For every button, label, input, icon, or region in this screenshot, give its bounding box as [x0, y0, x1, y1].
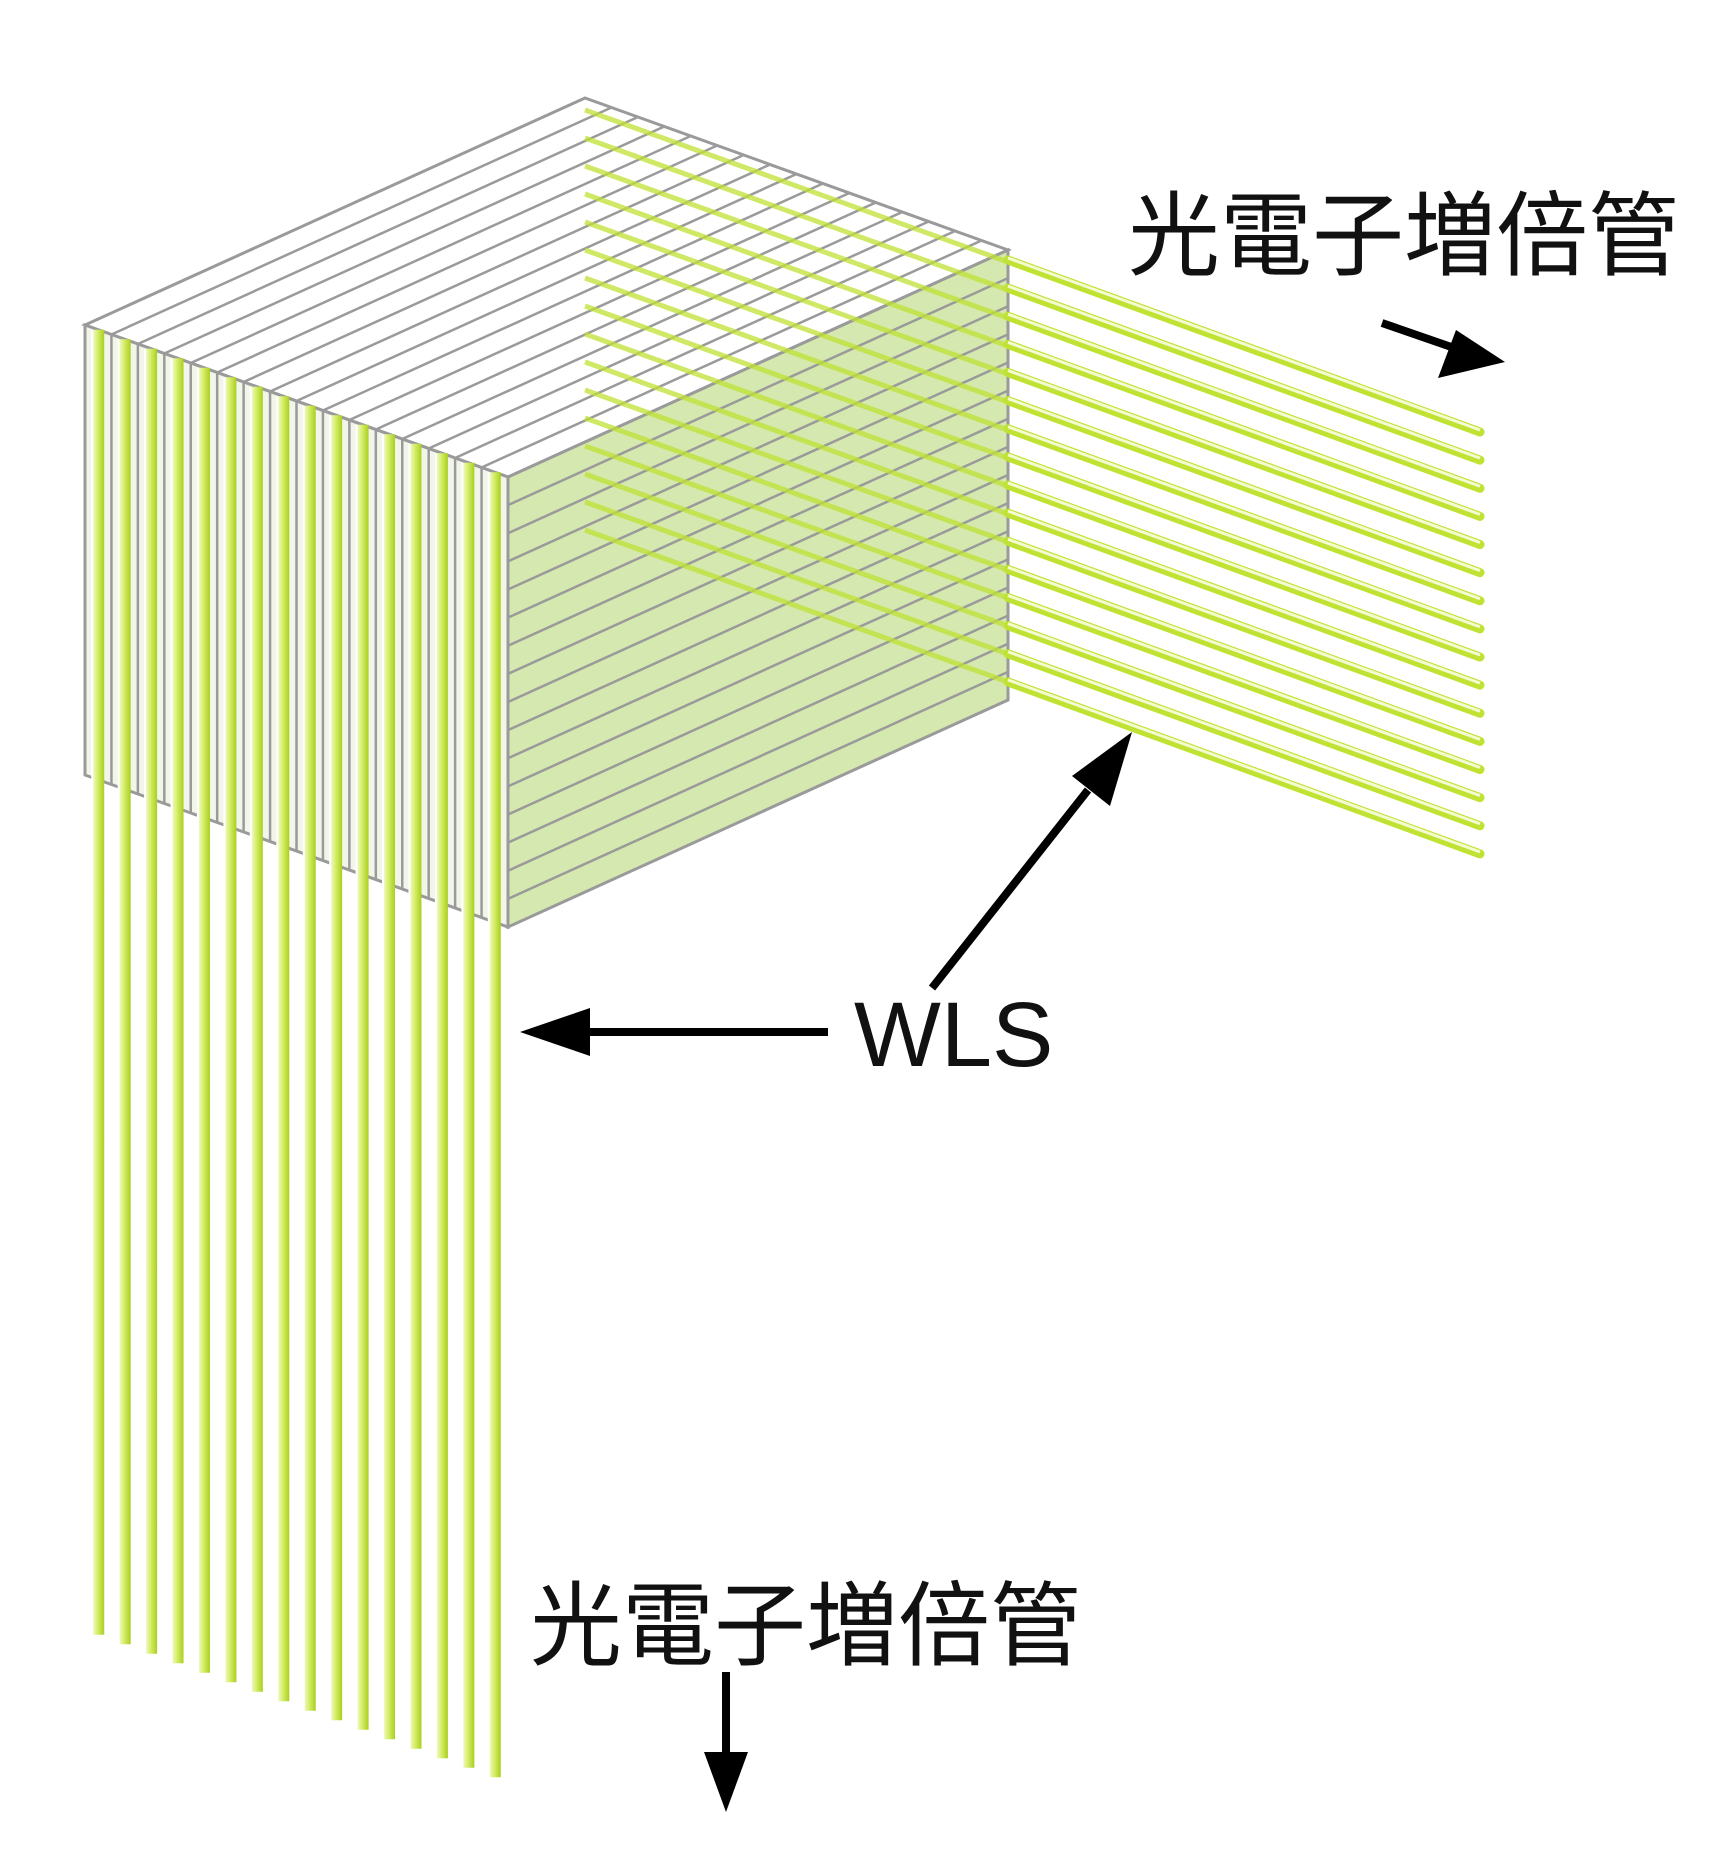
embedded-fiber — [584, 443, 1009, 601]
vertical-fiber — [462, 462, 475, 1768]
arrow-wls-up — [928, 732, 1132, 991]
vertical-fiber — [277, 396, 290, 1702]
embedded-fiber — [584, 527, 1009, 685]
horizontal-fiber-highlight — [1007, 312, 1481, 488]
horizontal-fiber — [1003, 480, 1485, 662]
embedded-fiber — [584, 275, 1009, 433]
vertical-fiber — [145, 348, 158, 1654]
vertical-fiber — [383, 434, 396, 1740]
horizontal-fiber — [1003, 593, 1485, 774]
horizontal-fiber-highlight — [1007, 678, 1481, 854]
pmt-label-right: 光電子増倍管 — [1128, 183, 1680, 290]
embedded-fiber — [584, 135, 1009, 293]
horizontal-fiber — [1003, 677, 1485, 859]
vertical-fiber — [224, 377, 237, 1683]
horizontal-fiber-highlight — [1007, 397, 1481, 573]
vertical-fiber — [435, 453, 448, 1759]
wls-label: WLS — [854, 984, 1053, 1086]
vertical-wls-fibers — [91, 329, 501, 1778]
horizontal-fiber-highlight — [1007, 256, 1481, 432]
horizontal-fiber — [1003, 311, 1485, 493]
horizontal-fiber-highlight — [1007, 537, 1481, 713]
horizontal-fiber — [1003, 255, 1485, 437]
embedded-fiber — [584, 107, 1009, 265]
embedded-fiber — [584, 191, 1009, 349]
embedded-fiber — [584, 359, 1009, 517]
horizontal-fiber — [1003, 368, 1485, 549]
horizontal-fiber-highlight — [1007, 340, 1481, 516]
vertical-fiber — [171, 358, 184, 1664]
embedded-fiber — [584, 247, 1009, 405]
horizontal-fiber — [1003, 424, 1485, 606]
horizontal-fiber-highlight — [1007, 650, 1481, 826]
horizontal-fiber — [1003, 649, 1485, 831]
horizontal-fiber-highlight — [1007, 509, 1481, 685]
embedded-fiber — [584, 415, 1009, 573]
horizontal-fiber — [1003, 452, 1485, 634]
embedded-fiber — [584, 219, 1009, 377]
vertical-fiber — [356, 424, 369, 1730]
horizontal-fiber — [1003, 396, 1485, 578]
right-layer-line — [507, 642, 1009, 872]
horizontal-wls-fibers — [1003, 255, 1485, 859]
front-face-layer-lines — [110, 334, 483, 918]
vertical-fiber — [488, 472, 501, 1778]
vertical-fiber — [118, 339, 131, 1645]
arrow-bottom-pmt — [704, 1672, 748, 1812]
embedded-fibers — [584, 107, 1009, 685]
horizontal-fiber-highlight — [1007, 369, 1481, 544]
embedded-fiber — [584, 387, 1009, 545]
embedded-fiber — [584, 303, 1009, 461]
horizontal-fiber — [1003, 508, 1485, 690]
vertical-fiber — [330, 415, 343, 1721]
horizontal-fiber-highlight — [1007, 622, 1481, 798]
top-layer-line — [163, 125, 665, 355]
embedded-fiber — [584, 471, 1009, 629]
vertical-fiber — [250, 386, 263, 1692]
arrow-right-pmt — [1380, 319, 1505, 378]
horizontal-fiber — [1003, 621, 1485, 803]
vertical-fiber — [92, 329, 105, 1635]
pmt-label-bottom: 光電子増倍管 — [530, 1573, 1082, 1680]
horizontal-fiber-highlight — [1007, 565, 1481, 741]
top-layer-line — [110, 106, 612, 336]
horizontal-fiber-highlight — [1007, 453, 1481, 629]
horizontal-fiber-highlight — [1007, 284, 1481, 460]
embedded-fiber — [584, 499, 1009, 657]
horizontal-fiber-highlight — [1007, 425, 1481, 601]
vertical-fiber — [409, 443, 422, 1749]
vertical-fiber — [197, 367, 210, 1673]
horizontal-fiber — [1003, 536, 1485, 718]
arrow-wls-left — [520, 1008, 828, 1056]
right-layer-line — [507, 670, 1009, 901]
horizontal-fiber — [1003, 564, 1485, 746]
horizontal-fiber — [1003, 283, 1485, 465]
embedded-fiber — [584, 331, 1009, 489]
embedded-fiber — [584, 163, 1009, 321]
horizontal-fiber-highlight — [1007, 594, 1481, 769]
horizontal-fiber — [1003, 339, 1485, 521]
horizontal-fiber-highlight — [1007, 481, 1481, 657]
vertical-fiber — [303, 405, 316, 1711]
top-layer-line — [137, 115, 639, 346]
